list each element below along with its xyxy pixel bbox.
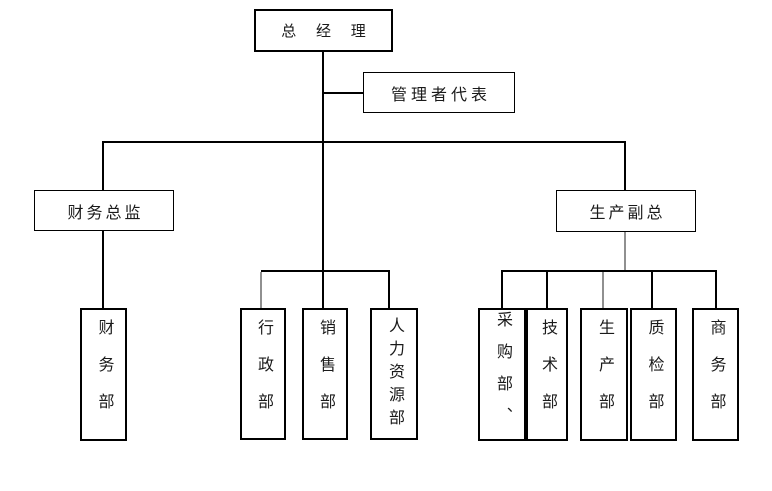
node-management-representative: 管理者代表 [363, 72, 515, 113]
connector-to-hr [388, 272, 390, 308]
connector-to-commerce [715, 272, 717, 308]
connector-to-qc [651, 272, 653, 308]
node-label: 行政部 [255, 318, 272, 430]
node-sales-dept: 销售部 [302, 308, 348, 440]
connector-right-horizontal [501, 270, 717, 272]
node-label: 技术部 [539, 319, 556, 430]
node-production-vp: 生产副总 [556, 190, 696, 232]
node-production-dept: 生产部 [580, 308, 628, 441]
node-commerce-dept: 商务部 [692, 308, 739, 441]
connector-to-tech [546, 272, 548, 308]
node-label: 商务部 [707, 319, 725, 430]
node-admin-dept: 行政部 [240, 308, 286, 440]
connector-main-horizontal [102, 141, 626, 143]
node-purchasing-dept: 采购部、 [478, 308, 526, 441]
connector-mid-horizontal [261, 270, 390, 272]
node-label: 人力资源部 [386, 316, 403, 432]
connector-gm-rep [323, 92, 363, 94]
node-label: 财务部 [95, 319, 113, 430]
node-hr-dept: 人力资源部 [370, 308, 418, 440]
node-qc-dept: 质检部 [630, 308, 677, 441]
node-finance-director: 财务总监 [34, 190, 174, 231]
node-label: 质检部 [645, 319, 663, 430]
node-label: 总 经 理 [281, 24, 374, 40]
node-general-manager: 总 经 理 [254, 9, 393, 52]
node-tech-dept: 技术部 [526, 308, 568, 441]
connector-to-admin [260, 272, 262, 308]
connector-gm-trunk [322, 52, 324, 308]
node-label: 销售部 [317, 318, 334, 430]
connector-to-purchasing [501, 272, 503, 308]
connector-cfo-finance [102, 231, 104, 308]
node-label: 管理者代表 [390, 86, 491, 104]
node-label: 采购部、 [494, 310, 511, 439]
node-finance-dept: 财务部 [80, 308, 127, 441]
connector-to-production [602, 272, 604, 308]
node-label: 财务总监 [67, 204, 144, 222]
node-label: 生产副总 [589, 205, 666, 222]
connector-vp-trunk [624, 232, 626, 272]
connector-to-cfo [102, 141, 104, 190]
node-label: 生产部 [596, 319, 613, 430]
connector-to-vp [624, 141, 626, 190]
